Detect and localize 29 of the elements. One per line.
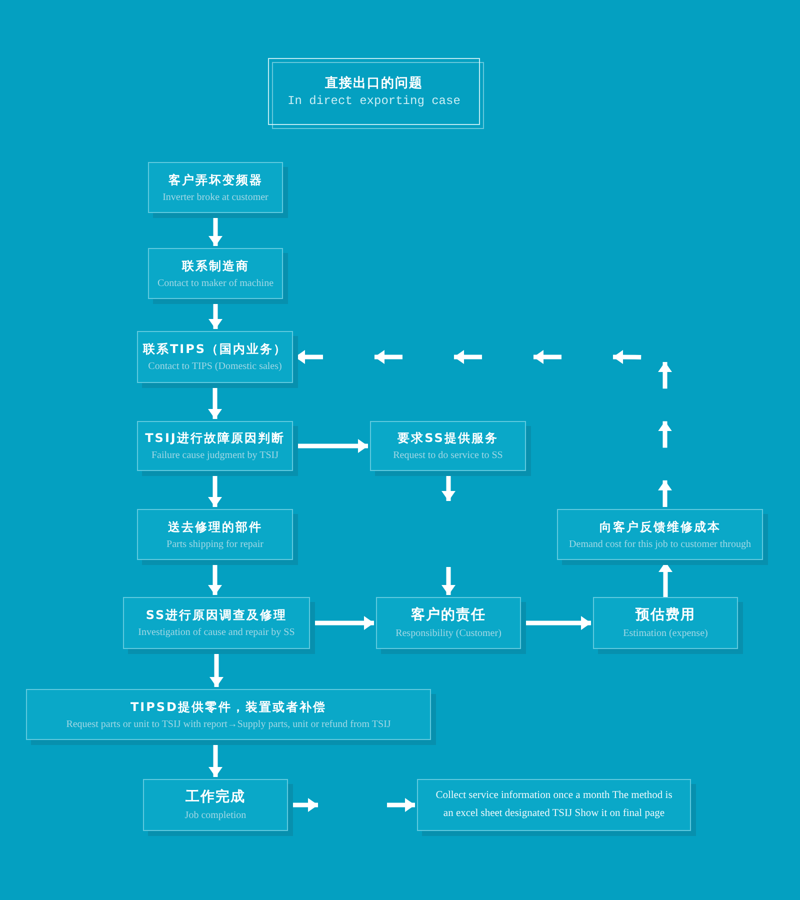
step-subtitle: Failure cause judgment by TSIJ: [151, 449, 279, 462]
step-subtitle: Contact to TIPS (Domestic sales): [148, 360, 282, 373]
step-subtitle: Request parts or unit to TSIJ with report→Supply parts, unit or refund from TSIJ: [66, 718, 391, 730]
step-title: 送去修理的部件: [168, 518, 262, 534]
step-title: 客户弄坏变频器: [168, 172, 263, 188]
step-title: 预估费用: [636, 606, 696, 624]
step-subtitle: Inverter broke at customer: [162, 190, 268, 204]
title-box: [268, 58, 484, 129]
step-title: 联系TIPS（国内业务）: [142, 341, 288, 357]
step-subtitle: Demand cost for this job to customer through: [569, 538, 751, 550]
step-title: TSIJ进行故障原因判断: [145, 430, 285, 446]
step-title: 工作完成: [186, 788, 246, 806]
step-subtitle: Request to do service to SS: [393, 449, 503, 462]
title-text: 直接出口的问题: [325, 74, 423, 92]
step-title: 要求SS提供服务: [398, 430, 498, 446]
step-subtitle: Estimation (expense): [623, 627, 708, 640]
step-title: SS进行原因调查及修理: [146, 607, 288, 623]
step-title: TIPSD提供零件，装置或者补偿: [130, 698, 327, 714]
step-subtitle: Contact to maker of machine: [157, 276, 274, 290]
step-subtitle: Parts shipping for repair: [166, 538, 264, 550]
step-subtitle: Job completion: [184, 809, 246, 822]
step-title: 向客户反馈维修成本: [599, 518, 721, 534]
arrow: [658, 562, 672, 597]
step-title: 联系制造商: [182, 258, 250, 274]
subtitle-text: In direct exporting case: [288, 94, 460, 108]
step-subtitle: Responsibility (Customer): [396, 627, 502, 640]
step-title: 客户的责任: [411, 606, 486, 624]
note-text: Collect service information once a month The method is an excel sheet designated TSIJ Show it on final page: [434, 789, 674, 821]
step-subtitle: Investigation of cause and repair by SS: [138, 626, 295, 639]
